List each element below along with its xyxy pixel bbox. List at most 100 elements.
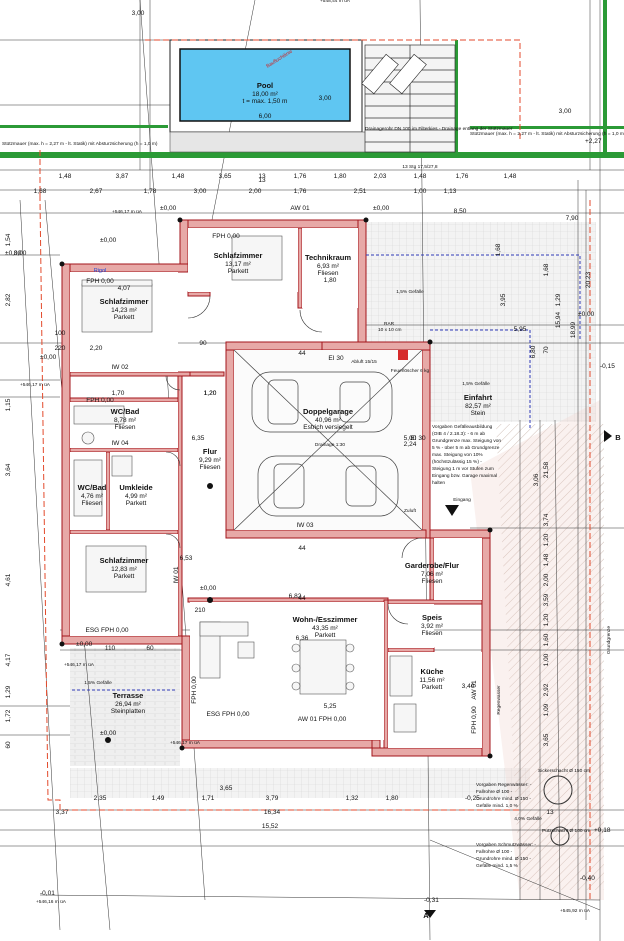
label-lev-m018: +0,18 [594,827,611,834]
dim-right-14: 21,58 [543,461,550,478]
note-gefaelle_box-line-5: (höchstzulässig 15 %) - [432,459,482,465]
room-floor-speis: Fliesen [422,630,443,637]
label-pool-depth-dim: 6,00 [259,113,272,120]
boundary-lines [39,39,591,900]
dim-row1-10: 1,48 [504,173,517,180]
dim-right-12: 70 [543,346,550,354]
dim-bottom2-0: 3,37 [56,809,69,816]
label-putzschacht: Putzschacht Ø 100 cm [542,828,590,834]
label-regenwasser: Regenwasser [496,685,502,715]
hedge-stair [455,40,458,152]
label-aw01-vert: AW 01 [471,680,478,700]
note-gefaelle_box-line-1: (OIB 4 / 2.18.3): - 6 m ab [432,431,485,437]
dim-right-0: 1,68 [495,243,502,256]
label-fph-esg: ESG FPH 0,00 [86,627,129,634]
label-fph-vert: FPH 0,00 [191,676,198,704]
dim-row2-1: 2,67 [90,188,103,195]
dim-row2-0: 1,68 [34,188,47,195]
room-area-technikraum: 6,93 m² [317,263,340,270]
label-fph-090: FPH 0,90 [471,706,478,734]
dim-right-21: 3,74 [543,513,550,526]
label-iw04: IW 04 [112,440,129,447]
dim-right-5: 6,80 [530,345,537,358]
dim-misc-7: 6,53 [180,555,193,562]
note-vorgaben_regen-line-0: Vorgaben Regenwässer: - [476,782,532,788]
lounge-chairs [361,53,427,95]
dim-row2-8: 1,13 [444,188,457,195]
note-vorgaben_schmutz-line-1: Fallrohre Ø 100 - [476,849,513,855]
dim-bottom1-3: 3,79 [266,795,279,802]
room-floor-einfahrt: Stein [471,410,486,417]
note-gefaelle_box-line-0: Vorgaben Gefälleausbildung [432,424,493,430]
label-lev-m025: -0,25 [465,795,480,802]
label-lev-54617c: +546,17 m üA [64,662,95,668]
dim-left-4: 4,61 [5,573,12,586]
room-area-schlafzimmer1: 14,23 m² [111,307,137,314]
garden-hatch [496,424,604,890]
label-grundgrenze: Grundgrenze [606,626,612,654]
dim-right-10: 3,59 [543,593,550,606]
dim-misc-19: 13 [258,177,266,184]
dim-row1-9: 1,76 [456,173,469,180]
dim-left-6: 1,29 [5,685,12,698]
note-vorgaben_regen-line-3: Gefälle mind. 1,0 % [476,803,519,809]
room-area-einfahrt: 82,57 m² [465,403,491,410]
room-name-einfahrt: Einfahrt [464,393,493,402]
dim-bottom1-5: 1,80 [386,795,399,802]
label-eingang: Eingang [453,497,471,503]
hedge-left [0,125,168,128]
label-iw02: IW 02 [112,364,129,371]
label-lev-54617d: +546,17 m üA [170,740,201,746]
room-area-wcbad2: 4,76 m² [81,493,104,500]
label-lev-m015: -0,15 [600,363,615,370]
label-lev-227: +2,27 [585,138,602,145]
dim-misc-16: 7,90 [566,215,579,222]
label-lev-pm0-b: ±0,00 [160,205,177,212]
dim-misc-12: 1,20 [204,390,217,397]
room-name-wcbad1: WC/Bad [111,407,140,416]
dim-right-1: 20,23 [585,271,592,288]
room-area-kueche: 11,56 m² [419,677,445,684]
label-garage-ei2: EI 30 [410,435,426,442]
dim-misc-24: 44 [298,595,306,602]
label-rigol: Rigol [94,268,107,274]
dim-row2-2: 1,78 [144,188,157,195]
label-gefaelle-15-right: 1,5% Gefälle [462,381,490,387]
dim-left-1: 2,82 [5,293,12,306]
room-area-terrasse: 26,94 m² [115,701,141,708]
room-floor-doppelgarage: Estrich versiegelt [303,424,353,431]
dim-row1-6: 1,80 [334,173,347,180]
label-garage-ei: EI 30 [328,355,344,362]
dim-row2-5: 1,76 [294,188,307,195]
dim-misc-1: 3,00 [319,95,332,102]
label-section-a: A [423,911,429,920]
garage-cars [233,349,423,531]
label-fph-top: FPH 0,00 [212,233,240,240]
room-floor-umkleide: Parkett [126,500,147,507]
room-floor-schlafzimmer2: Parkett [228,268,249,275]
room-name-speis: Speis [422,613,442,622]
dim-bottom1-4: 1,32 [346,795,359,802]
note-gefaelle_box-line-2: Grundgrenze max. Steigung von [432,438,501,444]
dim-right-15: 1,60 [543,633,550,646]
room-name-garderobe: Garderobe/Flur [405,561,459,570]
room-area-schlafzimmer2: 13,17 m² [225,261,251,268]
dim-right-17: 1,00 [543,653,550,666]
label-fph-wc: FPH 0,00 [86,397,114,404]
label-esg-bottom: ESG FPH 0,00 [207,711,250,718]
level-markers [59,217,493,759]
label-rar: RAR [384,321,395,327]
room-area-schlafzimmer3: 12,83 m² [111,566,137,573]
note-gefaelle_box-line-3: 5 % - über 5 m ab Grundgrenze [432,445,500,451]
note-vorgaben_regen-line-1: Fallrohre Ø 100 - [476,789,513,795]
label-lev-m040: -0,40 [580,875,595,882]
dim-misc-10: 1,80 [324,277,337,284]
room-name-schlafzimmer3: Schlafzimmer [100,556,149,565]
dim-left-3: 3,64 [5,463,12,476]
label-lev-pm0-a: ±0,00 [100,237,117,244]
note-vorgaben_schmutz-line-2: Grundrohre mind. Ø 150 - [476,856,531,862]
room-floor-terrasse: Steinplatten [111,708,146,715]
dim-misc-23: 44 [298,545,306,552]
label-lev-pm0-d: ±0,00 [40,354,57,361]
